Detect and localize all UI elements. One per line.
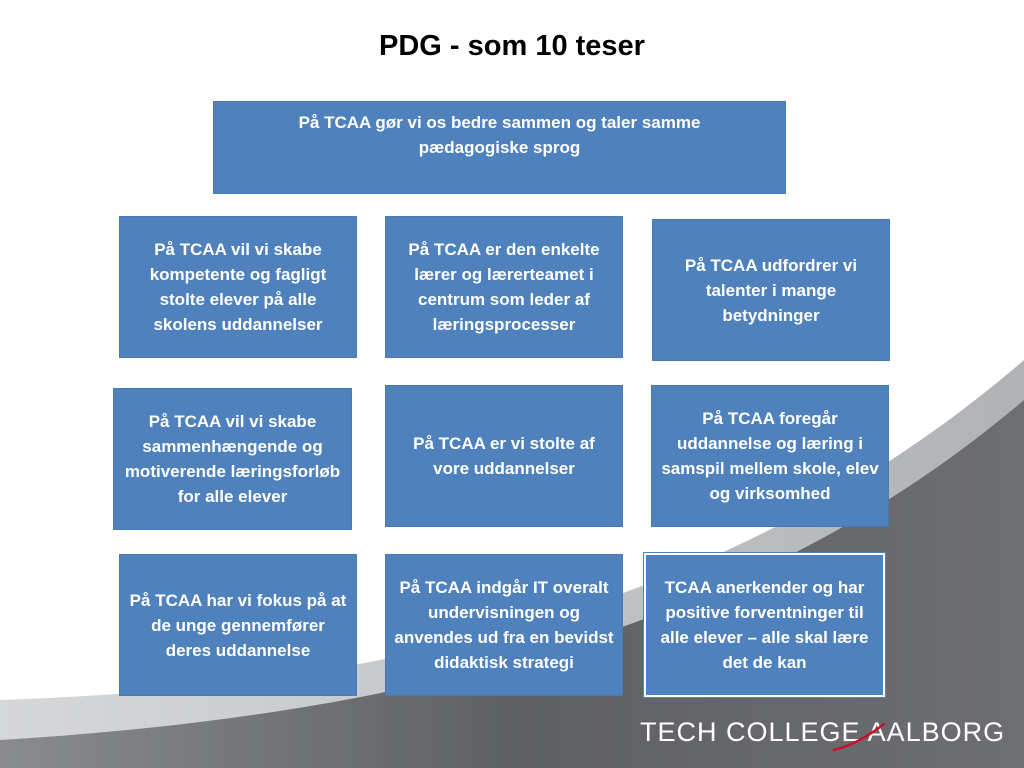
thesis-box-row3-mid: På TCAA indgår IT overalt undervisningen… [385, 554, 623, 696]
tech-college-aalborg-logo: TECH COLLEGE AALBORG [640, 716, 1004, 756]
thesis-box-row3-right: TCAA anerkender og har positive forventn… [644, 553, 885, 697]
thesis-text: TCAA anerkender og har positive forventn… [660, 578, 869, 672]
thesis-text: På TCAA har vi fokus på at de unge genne… [129, 590, 347, 660]
thesis-box-row1-left: På TCAA vil vi skabe kompetente og fagli… [119, 216, 357, 358]
thesis-text: På TCAA foregår uddannelse og læring i s… [661, 409, 879, 503]
page-title: PDG - som 10 teser [379, 30, 645, 62]
thesis-text: På TCAA er vi stolte af vore uddannelser [413, 434, 595, 478]
thesis-box-top: På TCAA gør vi os bedre sammen og taler … [213, 101, 786, 194]
thesis-text: På TCAA indgår IT overalt undervisningen… [394, 578, 614, 672]
thesis-box-row1-right: På TCAA udfordrer vi talenter i mange be… [652, 219, 890, 361]
thesis-box-row2-left: På TCAA vil vi skabe sammenhængende og m… [113, 388, 352, 530]
thesis-box-row2-mid: På TCAA er vi stolte af vore uddannelser [385, 385, 623, 527]
thesis-text: På TCAA gør vi os bedre sammen og taler … [298, 113, 701, 157]
logo-swoosh-icon [832, 722, 886, 752]
thesis-box-row2-right: På TCAA foregår uddannelse og læring i s… [651, 385, 889, 527]
thesis-box-row3-left: På TCAA har vi fokus på at de unge genne… [119, 554, 357, 696]
logo-text: TECH COLLEGE AALBORG [640, 717, 1006, 747]
thesis-box-row1-mid: På TCAA er den enkelte lærer og lærertea… [385, 216, 623, 358]
thesis-text: På TCAA vil vi skabe sammenhængende og m… [124, 412, 341, 506]
thesis-text: På TCAA udfordrer vi talenter i mange be… [684, 255, 858, 325]
thesis-text: På TCAA er den enkelte lærer og lærertea… [408, 240, 600, 334]
thesis-text: På TCAA vil vi skabe kompetente og fagli… [149, 240, 327, 334]
